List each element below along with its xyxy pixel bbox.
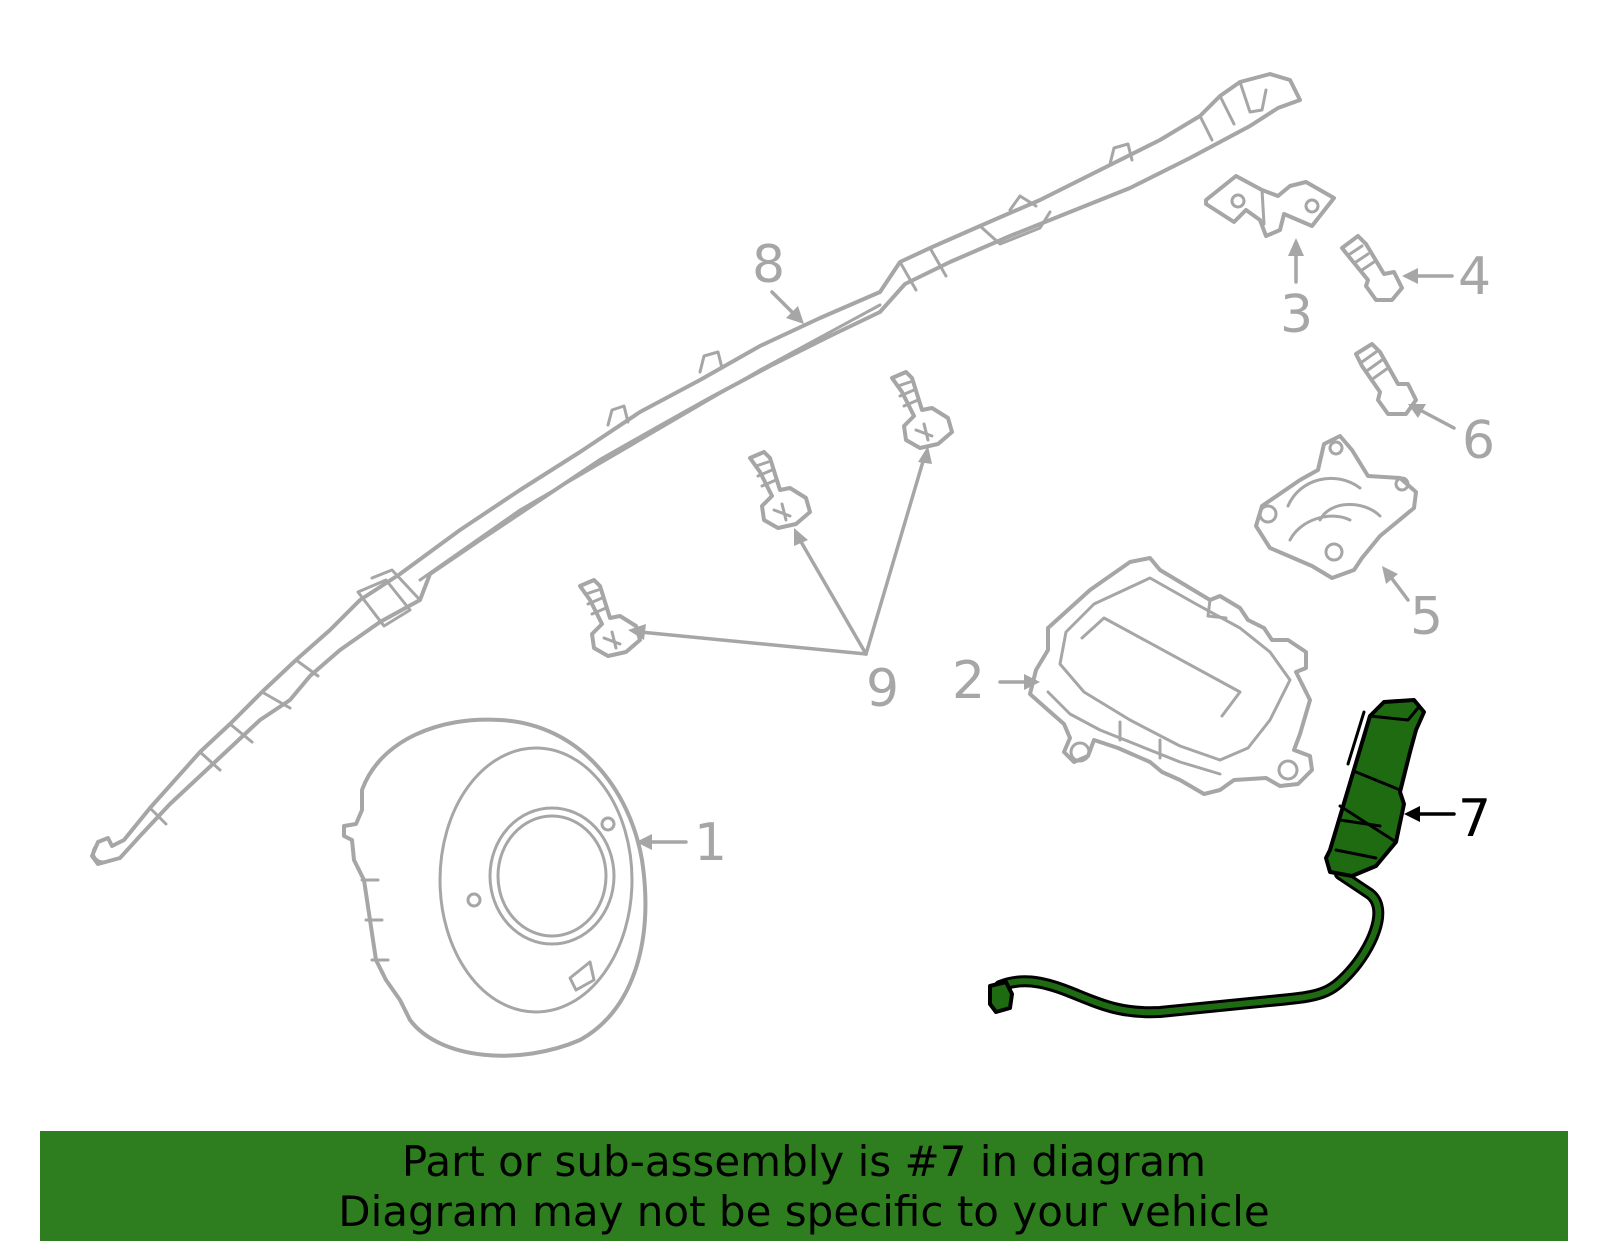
callout-2-number: 2	[952, 651, 985, 711]
callout-4-number: 4	[1458, 247, 1491, 307]
callout-7: 7	[1404, 789, 1491, 849]
part-9-clip-a[interactable]	[890, 370, 954, 450]
callout-5-number: 5	[1410, 587, 1443, 647]
callout-8: 8	[752, 235, 804, 324]
callout-6: 6	[1408, 404, 1495, 471]
part-2-airbag-module[interactable]	[1028, 556, 1314, 796]
callout-2: 2	[952, 651, 1040, 711]
callout-3: 3	[1280, 238, 1313, 345]
part-1-driver-airbag[interactable]	[342, 717, 648, 1058]
part-9-clip-b[interactable]	[748, 450, 812, 530]
callout-5: 5	[1382, 566, 1443, 647]
callout-9: 9	[628, 446, 932, 719]
info-banner: Part or sub-assembly is #7 in diagram Di…	[40, 1131, 1568, 1241]
part-7-sensor-highlighted[interactable]	[988, 698, 1426, 1019]
part-3-bracket[interactable]	[1204, 174, 1336, 238]
callout-7-number: 7	[1458, 789, 1491, 849]
callout-1: 1	[636, 813, 727, 873]
part-6-bolt[interactable]	[1354, 342, 1418, 416]
callout-4: 4	[1402, 247, 1491, 307]
part-9-clip-c[interactable]	[578, 578, 642, 658]
callout-6-number: 6	[1462, 411, 1495, 471]
banner-line-part: Part or sub-assembly is #7 in diagram	[401, 1137, 1207, 1186]
part-5-bracket[interactable]	[1254, 434, 1418, 580]
callout-9-number: 9	[866, 659, 899, 719]
part-8-curtain-airbag[interactable]	[90, 72, 1302, 866]
callout-3-number: 3	[1280, 285, 1313, 345]
callout-8-number: 8	[752, 235, 785, 295]
part-4-bolt[interactable]	[1340, 234, 1404, 302]
banner-line-disclaimer: Diagram may not be specific to your vehi…	[338, 1187, 1270, 1236]
callout-1-number: 1	[694, 813, 727, 873]
